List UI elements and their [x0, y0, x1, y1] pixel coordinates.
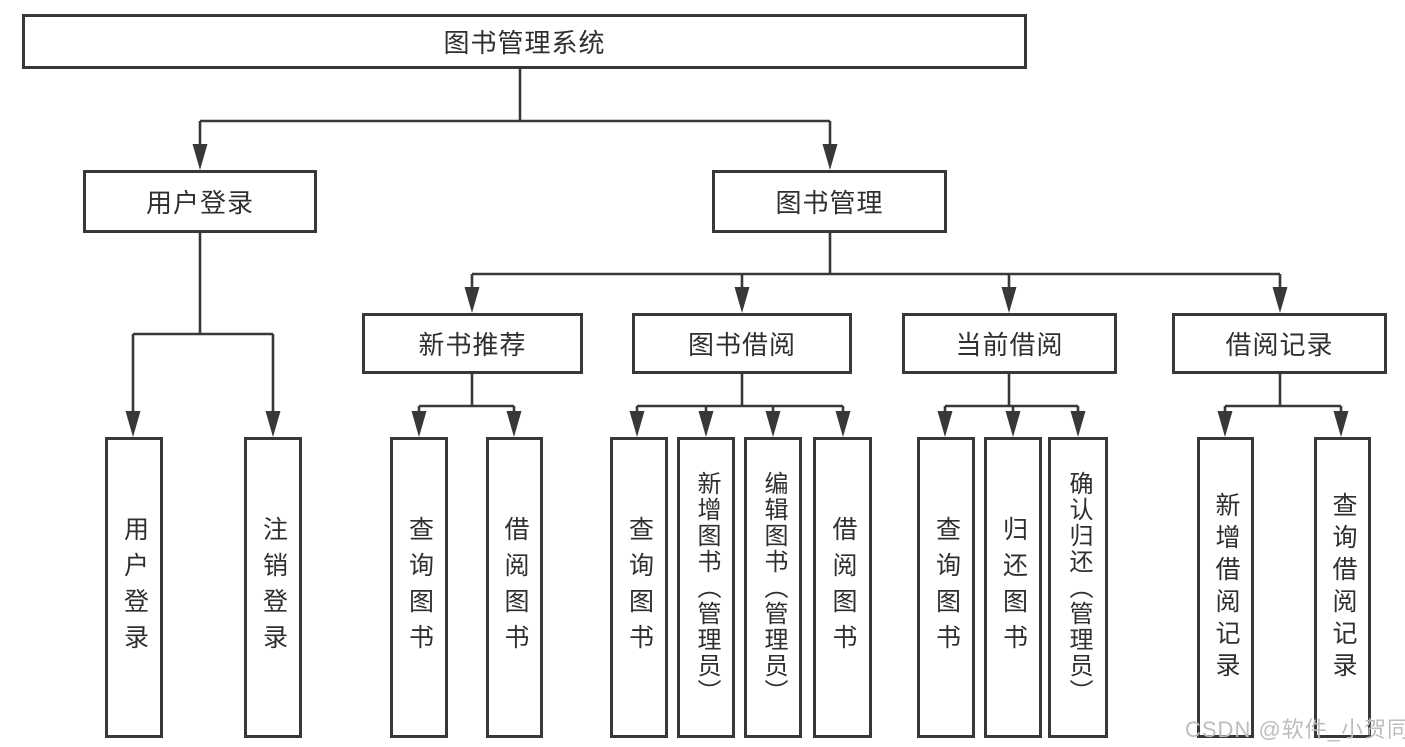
- node-label: 确认归还（管理员）: [1065, 470, 1092, 705]
- node-user-login: 用户登录: [83, 170, 317, 233]
- node-library-management-system: 图书管理系统: [22, 14, 1027, 69]
- leaf-borrow-query-book: 查询图书: [610, 437, 668, 738]
- node-label: 用户登录: [120, 515, 149, 660]
- node-label: 新书推荐: [418, 330, 527, 360]
- leaf-record-add-borrow-record: 新增借阅记录: [1197, 437, 1254, 738]
- leaf-logout: 注销登录: [244, 437, 302, 738]
- leaf-current-return-book: 归还图书: [984, 437, 1042, 738]
- node-label: 图书借阅: [687, 330, 796, 360]
- leaf-recommend-query-book: 查询图书: [390, 437, 448, 738]
- node-label: 借阅记录: [1225, 330, 1334, 360]
- node-label: 查询图书: [405, 515, 434, 660]
- leaf-borrow-edit-book-admin: 编辑图书（管理员）: [744, 437, 802, 738]
- node-label: 图书管理: [775, 188, 884, 218]
- leaf-recommend-borrow-book: 借阅图书: [486, 437, 543, 738]
- node-label: 注销登录: [259, 515, 288, 660]
- node-borrow-records: 借阅记录: [1172, 313, 1387, 374]
- node-label: 查询图书: [932, 515, 961, 660]
- csdn-watermark: CSDN @软件_小贺同学: [1185, 717, 1405, 742]
- node-label: 查询借阅记录: [1329, 491, 1357, 684]
- node-book-management: 图书管理: [712, 170, 947, 233]
- node-label: 用户登录: [145, 188, 254, 218]
- node-label: 新增图书（管理员）: [693, 470, 720, 705]
- leaf-borrow-add-book-admin: 新增图书（管理员）: [677, 437, 735, 738]
- leaf-user-login: 用户登录: [105, 437, 163, 738]
- leaf-current-query-book: 查询图书: [917, 437, 975, 738]
- node-label: 借阅图书: [501, 515, 529, 660]
- node-current-borrow: 当前借阅: [902, 313, 1117, 374]
- node-label: 归还图书: [999, 515, 1028, 660]
- node-label: 借阅图书: [829, 515, 857, 660]
- node-book-borrow: 图书借阅: [632, 313, 852, 374]
- node-label: 查询图书: [625, 515, 654, 660]
- leaf-borrow-borrow-book: 借阅图书: [813, 437, 872, 738]
- leaf-current-confirm-return-admin: 确认归还（管理员）: [1048, 437, 1108, 738]
- node-label: 图书管理系统: [443, 28, 606, 58]
- node-label: 当前借阅: [955, 330, 1064, 360]
- node-label: 编辑图书（管理员）: [760, 470, 787, 705]
- node-new-book-recommend: 新书推荐: [362, 313, 583, 374]
- node-label: 新增借阅记录: [1212, 491, 1240, 684]
- leaf-record-query-borrow-record: 查询借阅记录: [1314, 437, 1371, 738]
